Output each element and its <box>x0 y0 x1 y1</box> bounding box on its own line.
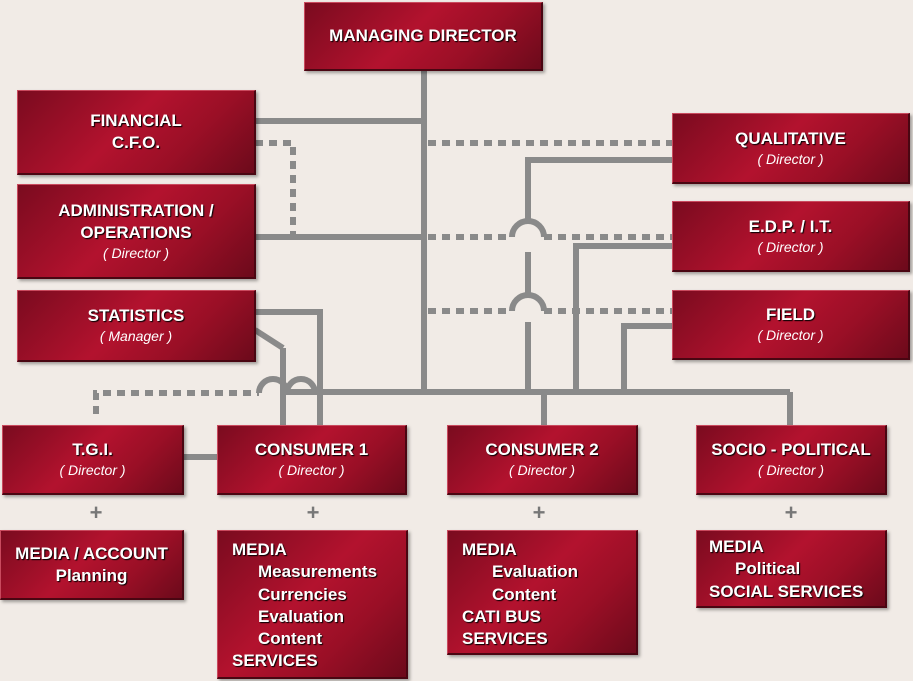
field-title: FIELD <box>765 305 816 324</box>
consumer2-title: CONSUMER 2 <box>485 440 599 459</box>
administration-role: ( Director ) <box>102 244 170 261</box>
consumer2-services-box: MEDIA Evaluation Content CATI BUS SERVIC… <box>447 530 638 655</box>
consumer1-services-box: MEDIA Measurements Currencies Evaluation… <box>217 530 408 679</box>
statistics-title: STATISTICS <box>87 306 185 325</box>
consumer1-services-line2: Measurements <box>258 562 378 582</box>
consumer2-box: CONSUMER 2 ( Director ) <box>447 425 638 495</box>
financial-subtitle: C.F.O. <box>111 133 161 152</box>
consumer1-services-line3: Currencies <box>258 584 347 604</box>
administration-title: ADMINISTRATION / <box>58 200 214 220</box>
plus-sign-tgi: + <box>89 500 103 525</box>
tgi-role: ( Director ) <box>59 462 126 478</box>
consumer2-services-line3: Content <box>492 584 557 604</box>
tgi-services-box: MEDIA / ACCOUNT Planning <box>0 530 184 600</box>
consumer2-services-line5: SERVICES <box>462 629 548 649</box>
socio-services-line1: MEDIA <box>709 537 764 556</box>
edp-it-title: E.D.P. / I.T. <box>748 216 833 236</box>
qualitative-box: QUALITATIVE ( Director ) <box>672 113 910 184</box>
qualitative-title: QUALITATIVE <box>735 128 846 148</box>
socio-political-role: ( Director ) <box>757 462 825 478</box>
qualitative-role: ( Director ) <box>757 150 824 167</box>
consumer1-title: CONSUMER 1 <box>254 440 369 459</box>
managing-director-box: MANAGING DIRECTOR <box>304 2 543 71</box>
plus-sign-socio: + <box>784 500 798 525</box>
consumer1-services-line5: Content <box>258 629 323 649</box>
tgi-title: T.G.I. <box>72 440 113 459</box>
consumer2-role: ( Director ) <box>508 462 576 478</box>
statistics-role: ( Manager ) <box>99 328 173 344</box>
tgi-box: T.G.I. ( Director ) <box>2 425 184 495</box>
consumer2-services-line1: MEDIA <box>462 540 517 559</box>
socio-services-line3: SOCIAL SERVICES <box>709 581 864 601</box>
plus-sign-consumer1: + <box>306 500 320 525</box>
tgi-services-line2: Planning <box>55 565 128 585</box>
consumer2-services-line2: Evaluation <box>492 562 578 582</box>
socio-services-box: MEDIA Political SOCIAL SERVICES <box>696 530 887 608</box>
plus-sign-consumer2: + <box>532 500 546 525</box>
edp-it-role: ( Director ) <box>757 238 824 255</box>
edp-it-box: E.D.P. / I.T. ( Director ) <box>672 201 910 272</box>
socio-political-box: SOCIO - POLITICAL ( Director ) <box>696 425 887 495</box>
consumer1-box: CONSUMER 1 ( Director ) <box>217 425 407 495</box>
administration-box: ADMINISTRATION / OPERATIONS ( Director ) <box>17 184 256 279</box>
statistics-box: STATISTICS ( Manager ) <box>17 290 256 362</box>
consumer1-services-line4: Evaluation <box>258 606 344 626</box>
operations-title: OPERATIONS <box>80 222 192 242</box>
managing-director-title: MANAGING DIRECTOR <box>329 26 517 45</box>
financial-box: FINANCIAL C.F.O. <box>17 90 256 175</box>
field-box: FIELD ( Director ) <box>672 290 910 360</box>
tgi-services-line1: MEDIA / ACCOUNT <box>15 543 168 563</box>
socio-services-line2: Political <box>735 559 801 579</box>
field-role: ( Director ) <box>757 327 824 343</box>
consumer1-services-line6: SERVICES <box>232 651 318 671</box>
consumer1-services-line1: MEDIA <box>232 540 287 559</box>
consumer1-role: ( Director ) <box>278 462 345 478</box>
socio-political-title: SOCIO - POLITICAL <box>711 440 871 459</box>
financial-title: FINANCIAL <box>90 111 182 130</box>
consumer2-services-line4: CATI BUS <box>462 606 542 626</box>
